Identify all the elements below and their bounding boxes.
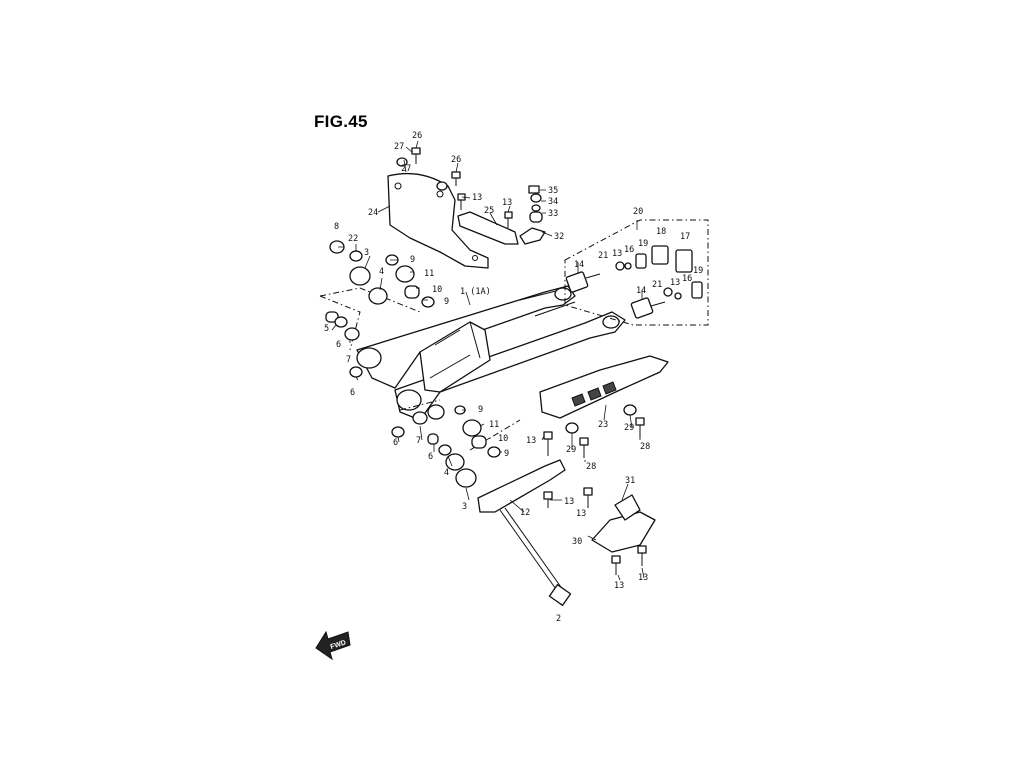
link-arm <box>477 459 566 513</box>
figure-title: FIG.45 <box>314 112 368 131</box>
label-2: 2 <box>556 614 561 624</box>
label-29: 29 <box>566 445 576 455</box>
label-13: 13 <box>670 278 680 288</box>
label-7: 7 <box>346 355 351 365</box>
label-17: 17 <box>680 232 690 242</box>
label-24: 24 <box>368 208 378 218</box>
label-13: 13 <box>612 249 622 259</box>
fwd-arrow-icon: FWD <box>315 630 351 661</box>
label-29: 29 <box>624 423 634 433</box>
bracket <box>457 211 519 245</box>
label-13: 13 <box>502 198 512 208</box>
label-4: 4 <box>379 267 384 277</box>
label-8: 8 <box>334 222 339 232</box>
adjuster-group-box <box>564 219 709 326</box>
label-14: 14 <box>574 260 584 270</box>
label-3: 3 <box>462 502 467 512</box>
label-28: 28 <box>640 442 650 452</box>
label-21: 21 <box>652 280 662 290</box>
label-16: 16 <box>682 274 692 284</box>
label-27: 27 <box>394 142 404 152</box>
bushings-and-washers <box>325 193 637 488</box>
label-28: 28 <box>586 462 596 472</box>
label-12: 12 <box>520 508 530 518</box>
fwd-text: FWD <box>330 639 347 651</box>
label-31: 31 <box>625 476 635 486</box>
label-11: 11 <box>489 420 499 430</box>
label-13: 13 <box>576 509 586 519</box>
label-21: 21 <box>598 251 608 261</box>
label-20: 20 <box>633 207 643 217</box>
label-4: 4 <box>444 468 449 478</box>
label-26: 26 <box>412 131 422 141</box>
label-13: 13 <box>564 497 574 507</box>
slider-bracket <box>591 494 656 553</box>
label-6: 6 <box>393 438 398 448</box>
label-16: 16 <box>624 245 634 255</box>
leader-lines <box>331 140 645 581</box>
label-18: 18 <box>656 227 666 237</box>
mud-guard <box>387 172 489 269</box>
chain-guide <box>539 355 669 419</box>
label-26: 26 <box>451 155 461 165</box>
label-6: 6 <box>336 340 341 350</box>
label-10: 10 <box>498 434 508 444</box>
label-7: 7 <box>416 436 421 446</box>
swing-arm <box>356 285 626 421</box>
label-9: 9 <box>478 405 483 415</box>
label-3: 3 <box>364 248 369 258</box>
label-35: 35 <box>548 186 558 196</box>
pivot-shaft <box>499 507 572 606</box>
label-30: 30 <box>572 537 582 547</box>
label-13: 13 <box>614 581 624 591</box>
label-27: 27 <box>401 164 411 174</box>
label-13: 13 <box>472 193 482 203</box>
part-labels: 27 26 27 26 24 13 25 13 35 34 33 32 20 1… <box>324 131 703 624</box>
label-19: 19 <box>693 266 703 276</box>
label-33: 33 <box>548 209 558 219</box>
label-13: 13 <box>526 436 536 446</box>
label-6: 6 <box>428 452 433 462</box>
label-13: 13 <box>638 573 648 583</box>
label-5: 5 <box>324 324 329 334</box>
label-22: 22 <box>348 234 358 244</box>
label-14: 14 <box>636 286 646 296</box>
label-32: 32 <box>554 232 564 242</box>
label-34: 34 <box>548 197 558 207</box>
label-1: 1 (1A) <box>460 287 491 297</box>
label-19: 19 <box>638 239 648 249</box>
label-6: 6 <box>350 388 355 398</box>
label-23: 23 <box>598 420 608 430</box>
label-9: 9 <box>410 255 415 265</box>
bolts <box>396 147 647 575</box>
label-25: 25 <box>484 206 494 216</box>
label-10: 10 <box>432 285 442 295</box>
label-9: 9 <box>444 297 449 307</box>
label-11: 11 <box>424 269 434 279</box>
label-9: 9 <box>504 449 509 459</box>
